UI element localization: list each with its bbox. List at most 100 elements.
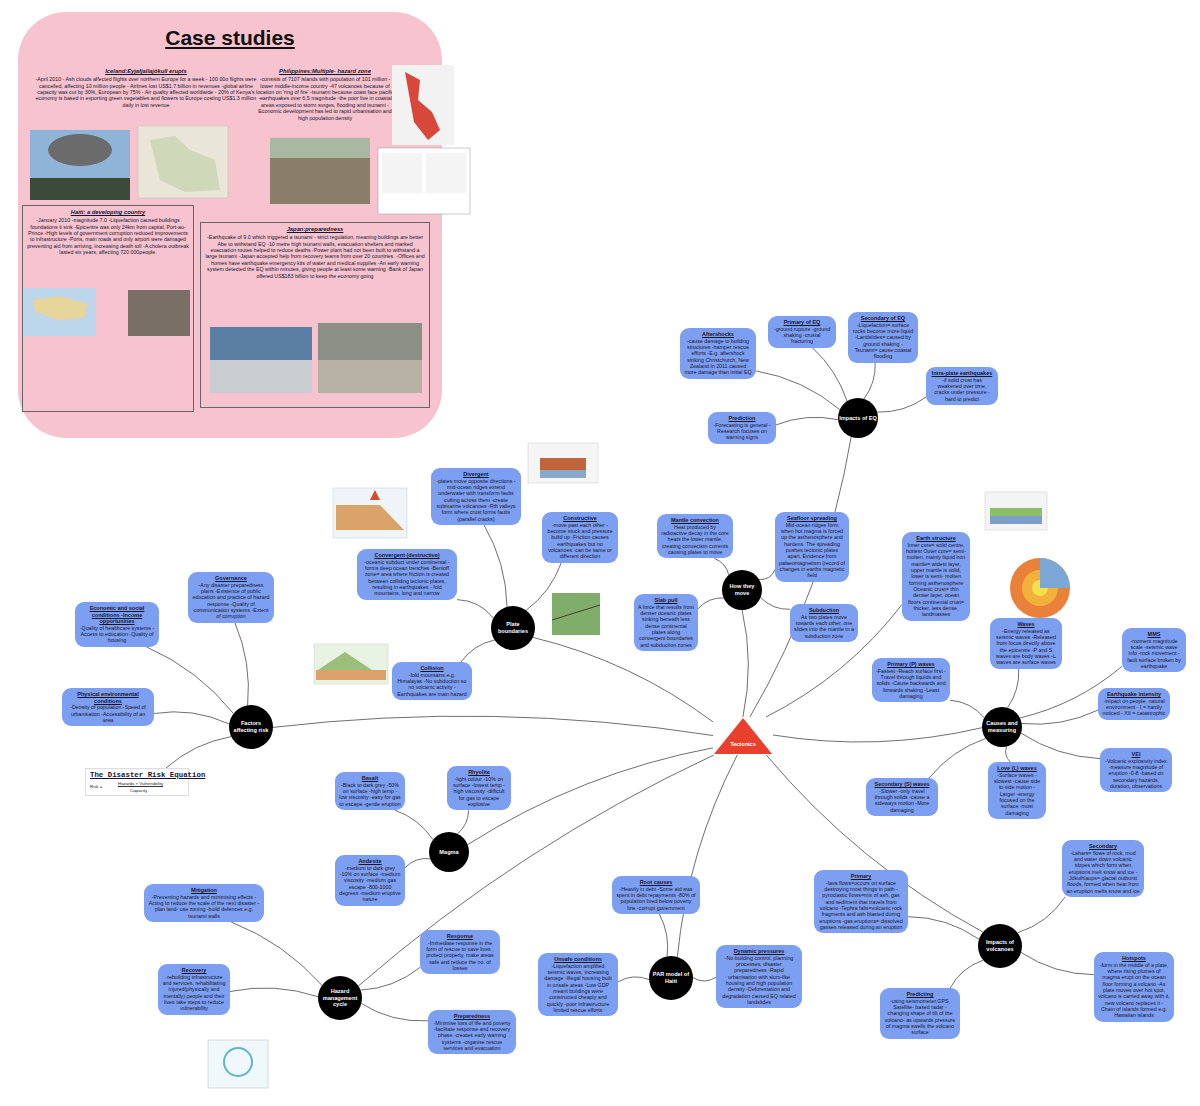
box-body: -Minimise loss of life and poverty -faci… — [432, 1020, 512, 1052]
mantle — [540, 470, 586, 478]
fault — [552, 605, 600, 620]
box-body: -Preventing hazards and minimising effec… — [148, 894, 260, 919]
box-body: -medium to dark grey -10% on surface -me… — [339, 865, 401, 903]
box-body: -Surface waves -slowest -cause side to s… — [992, 772, 1042, 816]
box-heading: Subduction — [794, 607, 854, 614]
box-body: Inner core= solid centre, hottest Outer … — [906, 542, 966, 618]
topic-box: Primary of EQ-ground rupture -ground sha… — [768, 316, 836, 348]
box-heading: Seafloor spreading — [779, 515, 845, 522]
box-body: -Forecasting is general -Research focuse… — [712, 422, 772, 441]
box-heading: Secondary of EQ — [852, 315, 914, 322]
box-body: -Volcanic explosivity index -measure mag… — [1104, 758, 1168, 790]
topic-box: VEI-Volcanic explosivity index -measure … — [1100, 748, 1172, 792]
box-body: As two plates move towards each other, o… — [794, 614, 854, 639]
box-heading: Basalt — [339, 775, 401, 782]
connector — [950, 960, 983, 988]
connector — [457, 600, 493, 619]
connector — [929, 739, 986, 779]
hub-circle: Magma — [429, 832, 469, 872]
box-heading: Waves — [994, 621, 1058, 628]
topic-box: Convergent (destructive)-oceanic subduct… — [357, 549, 457, 600]
box-body: -Energy released as seismic waves -Relea… — [994, 628, 1058, 666]
connector — [759, 570, 775, 580]
case-study: Iceland:Eyjafjallajökull erupts-April 20… — [30, 68, 262, 108]
box-heading: Mantle convection — [661, 517, 729, 524]
mantle — [990, 516, 1042, 524]
connector — [235, 623, 249, 706]
topic-box: Slab pullA force that results from dense… — [634, 594, 698, 651]
equation-part: Risk = — [90, 784, 102, 789]
connector — [756, 371, 840, 410]
crust — [540, 458, 586, 470]
hub-circle: PAR model of Haiti — [649, 956, 693, 1000]
connector — [273, 716, 713, 735]
box-body: -lava flows=occurs on surface destroying… — [818, 880, 904, 931]
connector — [461, 640, 495, 662]
box-body: -Liquefaction amplified seismic waves, i… — [542, 963, 614, 1014]
topic-box: Constructive-move past each other -becom… — [542, 512, 618, 563]
box-heading: Prediction — [712, 415, 772, 422]
box-heading: Secondary (S) waves — [870, 781, 934, 788]
mantle — [1010, 558, 1070, 618]
box-body: -Any disaster preparedness plans -Existe… — [192, 582, 270, 620]
connector — [693, 977, 716, 981]
topic-box: Waves-Energy released as seismic waves -… — [990, 618, 1062, 669]
connector — [761, 598, 790, 610]
box-body: -Slower -only travel through solids -cau… — [870, 788, 934, 813]
hub-label: Factors affecting risk — [229, 720, 273, 733]
connector — [773, 728, 982, 742]
equation-part: Hazards × Vulnerability — [118, 781, 163, 787]
box-heading: Earthquake intensity — [1102, 691, 1166, 698]
connector — [526, 563, 561, 611]
connector — [864, 363, 875, 399]
connector — [618, 977, 649, 982]
topic-box: Love (L) waves-Surface waves -slowest -c… — [988, 762, 1046, 819]
box-heading: Root causes — [616, 879, 696, 886]
box-heading: Dynamic pressures — [720, 948, 798, 955]
topic-box: MMS-moment magnitude scale -seismic wave… — [1122, 628, 1186, 672]
connector — [714, 558, 729, 575]
connector — [1018, 897, 1066, 933]
topic-box: Root causes-Heavily in debt -Some aid wa… — [612, 876, 700, 914]
triangle-fill — [714, 718, 772, 754]
box-heading: MMS — [1126, 631, 1182, 638]
box-heading: Aftershocks — [684, 331, 752, 338]
volcano-triangle: Tectonics — [713, 717, 773, 755]
box-body: -if solid crust has weakened over time, … — [930, 377, 994, 402]
connector — [742, 610, 748, 717]
constructive-diagram — [552, 593, 600, 635]
box-body: Mid-ocean ridges form when hot magma is … — [779, 522, 845, 579]
connector — [1006, 747, 1011, 763]
topic-box: Primary (P) waves-Fastest -Reach surface… — [872, 658, 950, 702]
hub-circle: Impacts of volcanoes — [978, 924, 1022, 968]
hub-label: How they move — [722, 583, 762, 596]
hub-circle: Hazard management cycle — [318, 976, 362, 1020]
hub-label: PAR model of Haiti — [649, 971, 693, 984]
inner-core — [1032, 580, 1048, 596]
hub-label: Impacts of EQ — [839, 415, 877, 422]
case-body: -January 2010 -magnitude 7.0 -Liquefacti… — [27, 217, 189, 256]
image — [208, 1040, 268, 1088]
connector — [1021, 733, 1100, 759]
connector — [766, 755, 983, 932]
hub-circle: Impacts of EQ — [838, 398, 878, 438]
connector — [950, 700, 984, 718]
connector — [154, 712, 229, 724]
box-heading: Earth structure — [906, 535, 966, 542]
case-study-panel: Case studiesIceland:Eyjafjallajökull eru… — [18, 12, 442, 438]
topic-box: Governance-Any disaster preparedness pla… — [188, 572, 274, 623]
case-body: -consists of 7107 islands with populatio… — [255, 76, 395, 121]
image — [333, 488, 407, 538]
hub-label: Impacts of volcanoes — [978, 939, 1022, 952]
cutaway — [1040, 558, 1070, 588]
box-body: -form in the middle of a plate, where ri… — [1098, 962, 1170, 1019]
connector — [812, 348, 847, 402]
box-heading: Economic and social conditions -Income o… — [79, 605, 155, 625]
box-heading: Unsafe conditions — [542, 956, 614, 963]
equation-box: The Disaster Risk EquationHazards × Vuln… — [85, 768, 189, 796]
topic-box: SubductionAs two plates move towards eac… — [790, 604, 858, 642]
topic-box: Collision-fold mountains e.g. Himalayas … — [392, 662, 472, 700]
box-body: -Quality of healthcare systems -Access t… — [79, 625, 155, 644]
box-body: -Liquefaction= surface rocks become more… — [852, 322, 914, 360]
